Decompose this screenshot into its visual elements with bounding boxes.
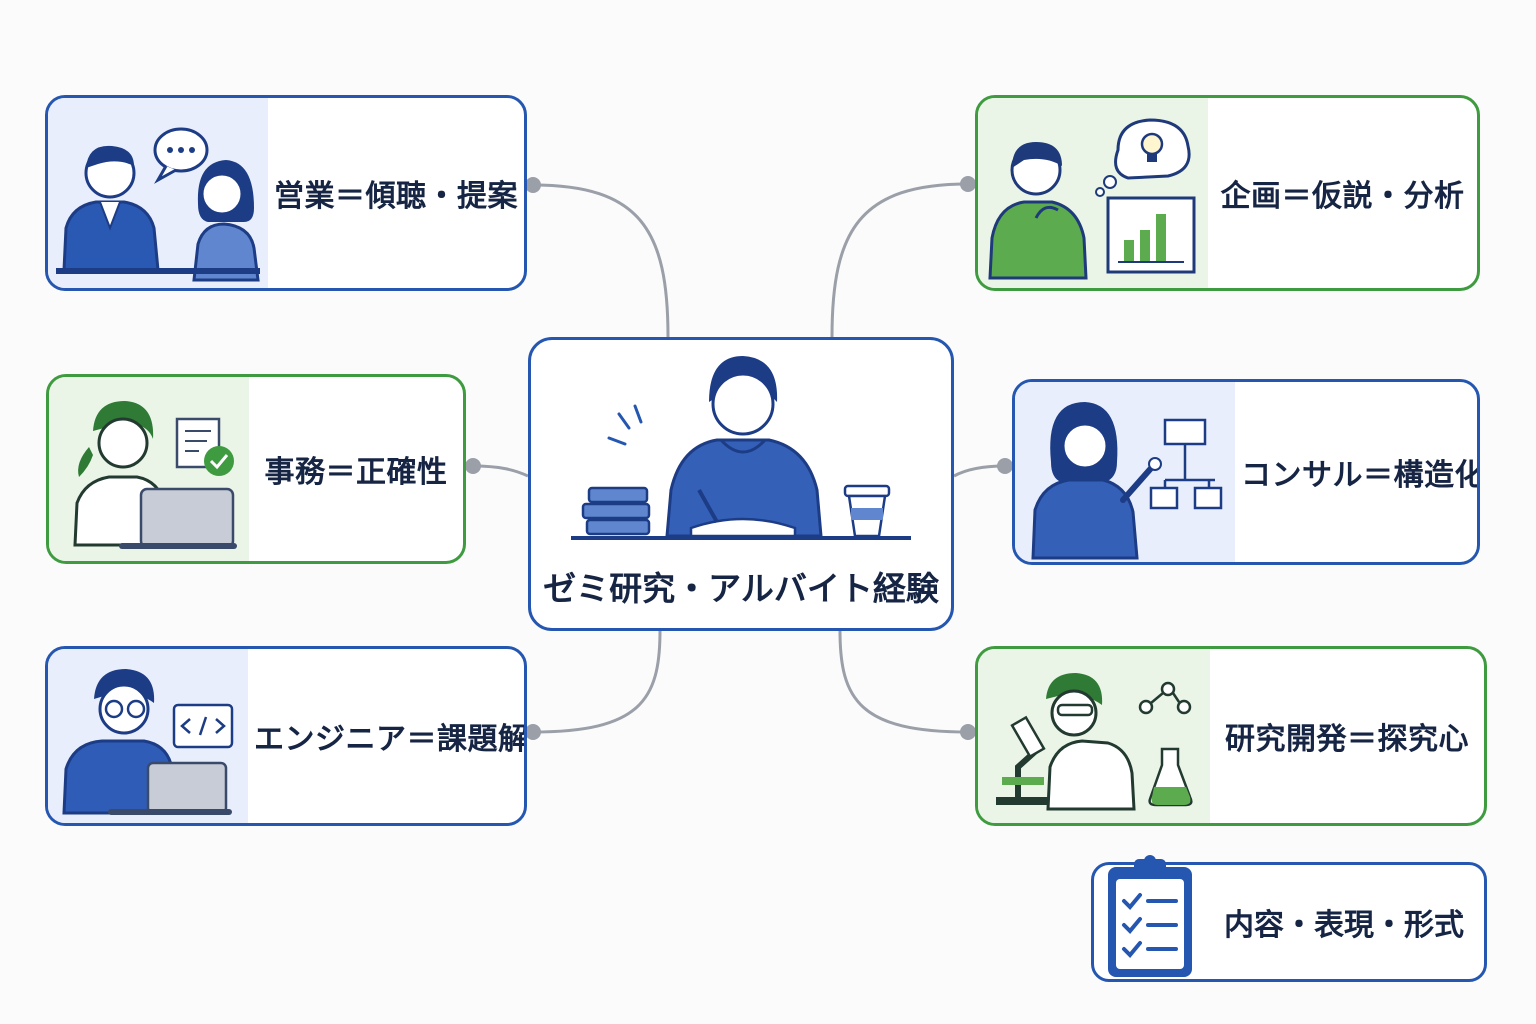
card-consulting: コンサル＝構造化	[1012, 379, 1480, 565]
office-illustration	[49, 377, 249, 561]
molecule-icon	[1138, 681, 1192, 715]
center-illustration	[571, 356, 911, 540]
card-label-research: 研究開発＝探究心	[1225, 722, 1469, 757]
center-title: ゼミ研究・アルバイト経験	[543, 569, 939, 608]
lightbulb-icon	[1095, 118, 1191, 197]
connector-research	[838, 630, 969, 734]
card-sales: 営業＝傾聴・提案	[45, 95, 527, 291]
connector-engineer	[532, 630, 662, 734]
chat-bubble-icon	[153, 127, 209, 184]
card-label-consulting: コンサル＝構造化	[1241, 458, 1480, 493]
card-label-office: 事務＝正確性	[264, 455, 448, 490]
engineer-illustration	[48, 649, 248, 823]
sales-illustration	[48, 98, 268, 288]
code-icon	[172, 703, 234, 749]
card-label-sales: 営業＝傾聴・提案	[274, 179, 518, 214]
research-illustration	[978, 649, 1210, 823]
sparkle-marks	[607, 404, 643, 446]
connector-office	[472, 464, 529, 478]
criteria-label: 内容・表現・形式	[1224, 908, 1464, 943]
connector-sales	[532, 183, 670, 338]
flowchart-icon	[1149, 418, 1223, 510]
card-research: 研究開発＝探究心	[975, 646, 1487, 826]
consulting-illustration	[1015, 382, 1235, 562]
card-planning: 企画＝仮説・分析	[975, 95, 1480, 291]
clipboard-checklist-icon	[1108, 855, 1192, 977]
flask-icon	[1148, 747, 1193, 807]
connector-planning	[830, 182, 969, 338]
card-label-engineer: エンジニア＝課題解決	[254, 722, 527, 757]
planning-illustration	[978, 98, 1208, 288]
center-card: ゼミ研究・アルバイト経験	[528, 337, 954, 631]
bar-chart-icon	[1106, 196, 1196, 274]
coffee-cup-icon	[843, 484, 891, 538]
microscope-icon	[996, 715, 1062, 805]
books-icon	[581, 486, 651, 536]
card-office: 事務＝正確性	[46, 374, 466, 564]
card-engineer: エンジニア＝課題解決	[45, 646, 527, 826]
document-check-icon	[175, 417, 234, 476]
criteria-card: 内容・表現・形式	[1091, 855, 1487, 982]
card-label-planning: 企画＝仮説・分析	[1220, 179, 1465, 214]
